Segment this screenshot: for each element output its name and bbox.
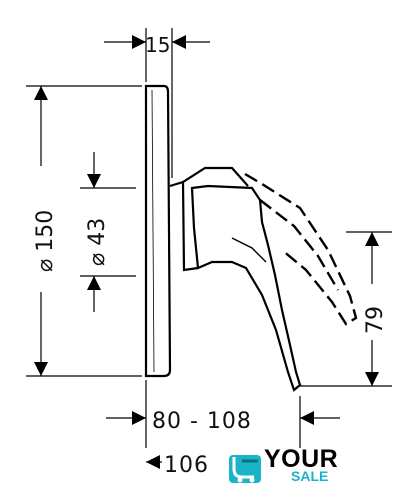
dim-height (300, 231, 392, 387)
dim-cutout-label: ⌀ 43 (85, 218, 110, 266)
watermark-sub: SALE (291, 468, 329, 484)
shopping-cart-icon (229, 455, 261, 483)
mixer-lever (169, 166, 302, 392)
lever-rotated-outline (244, 172, 358, 326)
wall-plate (144, 84, 172, 378)
dim-plate-height (26, 85, 142, 377)
dim-total-label: 106 (164, 453, 209, 478)
dim-height-label: 79 (363, 306, 388, 334)
dim-projection-label: 80 - 108 (152, 409, 252, 434)
dim-depth-label: 15 (145, 33, 170, 57)
watermark-logo: YOUR SALE (228, 445, 348, 487)
dim-cutout (80, 152, 136, 312)
dim-total (146, 455, 162, 469)
dim-plate-height-label: ⌀ 150 (33, 210, 58, 272)
watermark-word: YOUR (264, 445, 339, 473)
dim-projection (106, 380, 340, 448)
dim-depth (104, 28, 210, 178)
